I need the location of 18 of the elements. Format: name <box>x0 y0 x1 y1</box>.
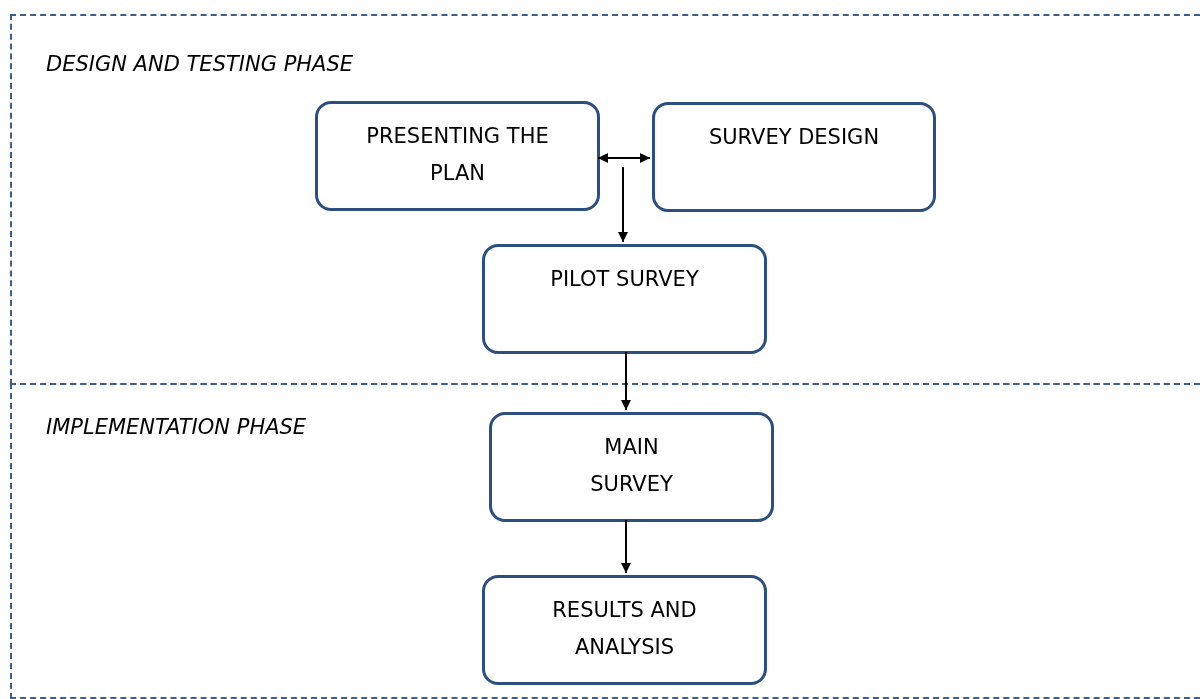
process-box <box>652 102 936 212</box>
phase-band <box>10 14 1200 385</box>
arrow <box>597 153 651 163</box>
box-label: SURVEY DESIGN <box>707 124 881 151</box>
arrow <box>621 519 631 574</box>
box-label: MAIN SURVEY <box>589 434 674 498</box>
phase-heading: IMPLEMENTATION PHASE <box>46 415 307 439</box>
box-label: PRESENTING THE PLAN <box>365 123 550 187</box>
process-box <box>315 101 600 211</box>
box-label: PILOT SURVEY <box>549 266 700 293</box>
phase-band <box>10 383 1200 699</box>
phase-heading: DESIGN AND TESTING PHASE <box>46 52 354 76</box>
process-box <box>482 244 767 354</box>
box-label: RESULTS AND ANALYSIS <box>551 597 698 661</box>
arrow <box>621 351 631 411</box>
arrow <box>618 166 628 243</box>
process-box <box>482 575 767 685</box>
process-box <box>489 412 774 522</box>
